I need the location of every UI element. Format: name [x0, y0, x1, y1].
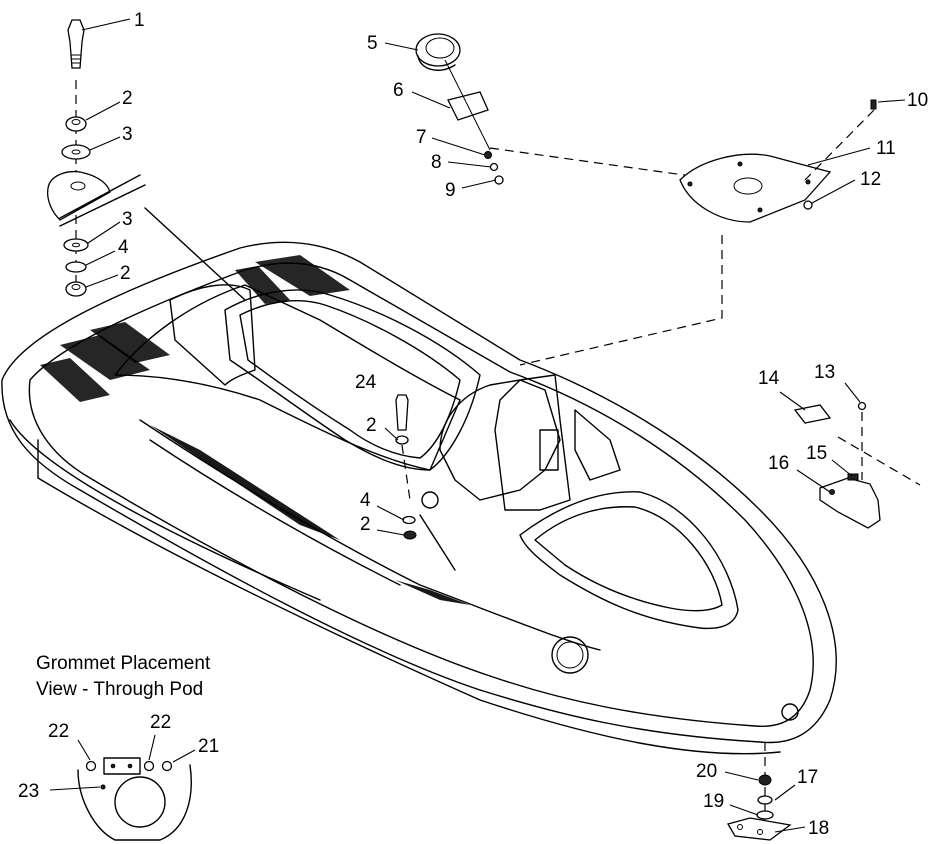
washer-part-3 [61, 144, 91, 160]
washer-part-3b [63, 238, 89, 252]
left-fastener-stack [46, 19, 146, 297]
rear-footwell-inner [534, 506, 723, 612]
washer-part-8 [489, 162, 499, 172]
callout-20: 20 [696, 761, 717, 782]
screw-part-7 [484, 151, 492, 159]
plate-part-18 [727, 817, 792, 841]
hull-chine [9, 419, 321, 601]
gauge-assembly [415, 33, 504, 185]
console-bracket [574, 409, 621, 481]
vent-cap [551, 636, 589, 674]
bracket-guide [144, 207, 246, 301]
console-slot [539, 429, 559, 471]
stud-part-24 [395, 394, 409, 431]
callout-19: 19 [703, 791, 724, 812]
callout-2: 2 [360, 514, 371, 535]
stud-part-1 [67, 19, 85, 69]
callout-3: 3 [122, 209, 133, 230]
center-fastener-stack [395, 394, 417, 540]
callout-10: 10 [907, 90, 928, 111]
callout-17: 17 [797, 767, 818, 788]
steering-console [439, 379, 561, 501]
hood-outline [1, 241, 837, 744]
grommet-part-22b [143, 760, 155, 772]
callout-numbers: 1 2 3 3 4 2 5 6 7 8 9 10 11 12 13 14 15 … [18, 10, 928, 839]
latch-assembly [793, 401, 921, 529]
callout-13: 13 [814, 362, 835, 383]
callout-2: 2 [122, 88, 133, 109]
callout-4: 4 [118, 237, 129, 258]
callout-2: 2 [120, 263, 131, 284]
mount-bracket [46, 170, 111, 221]
callout-18: 18 [808, 818, 829, 839]
front-flap [169, 284, 256, 386]
nut-part-2c [395, 435, 409, 445]
plate-to-hull-line [519, 235, 723, 366]
bow-fastener-stack [727, 742, 792, 841]
callout-21: 21 [198, 736, 219, 757]
screw-part-10 [870, 99, 877, 110]
steering-post [494, 374, 571, 511]
gauge-to-plate-line [489, 147, 721, 181]
nut-part-2d [403, 530, 417, 540]
mount-plate-part-11 [679, 153, 832, 223]
leader-lines [49, 18, 906, 833]
callout-6: 6 [393, 80, 404, 101]
side-stripe [139, 419, 601, 651]
grommet-part-23 [100, 784, 106, 790]
rear-footwell [519, 491, 739, 630]
pad-part-14 [793, 404, 832, 424]
washer-part-19 [756, 810, 774, 820]
callout-9: 9 [445, 180, 456, 201]
grommet-part-21 [161, 760, 173, 772]
latch-part-16 [819, 477, 881, 529]
nut-part-20 [758, 774, 772, 786]
clip-part-15 [847, 473, 859, 481]
callout-23: 23 [18, 781, 39, 802]
callout-11: 11 [876, 138, 896, 159]
washer-part-4b [402, 515, 416, 525]
storage-hatch [224, 289, 481, 471]
callout-2: 2 [366, 415, 377, 436]
bow-eye [781, 703, 799, 721]
washer-part-17 [757, 795, 773, 805]
callout-12: 12 [860, 169, 881, 190]
hull-side [37, 439, 781, 755]
callout-1: 1 [134, 10, 145, 31]
callout-16: 16 [768, 453, 789, 474]
pod-hole [114, 776, 166, 828]
callout-14: 14 [758, 368, 780, 389]
callout-8: 8 [431, 152, 442, 173]
callout-22: 22 [48, 721, 69, 742]
callout-22: 22 [150, 712, 171, 733]
nut-part-12 [803, 200, 813, 210]
callout-5: 5 [367, 33, 378, 54]
inset-caption-line-1: Grommet Placement [36, 653, 211, 674]
callout-15: 15 [806, 443, 827, 464]
screw-part-13 [857, 401, 867, 411]
inset-caption-line-2: View - Through Pod [36, 679, 203, 700]
callout-24: 24 [355, 372, 377, 393]
inset-plate [103, 757, 141, 775]
pod-recess [114, 284, 461, 471]
mount-plate-assembly [679, 99, 877, 223]
callout-4: 4 [360, 490, 371, 511]
nut-part-9 [494, 175, 504, 185]
callout-7: 7 [416, 127, 427, 148]
grommet-inset [77, 757, 192, 841]
pod-line [419, 514, 456, 571]
vent-cap-inner [556, 641, 584, 669]
side-stripe-2 [149, 439, 401, 586]
hood-assembly [1, 241, 837, 755]
callout-3: 3 [122, 124, 133, 145]
lock-washer-part-4 [65, 261, 87, 273]
grommet-part-22a [85, 760, 97, 772]
deck-traction-strips [40, 255, 470, 605]
pod-grommet [421, 491, 439, 509]
pod-cutout [77, 764, 192, 841]
